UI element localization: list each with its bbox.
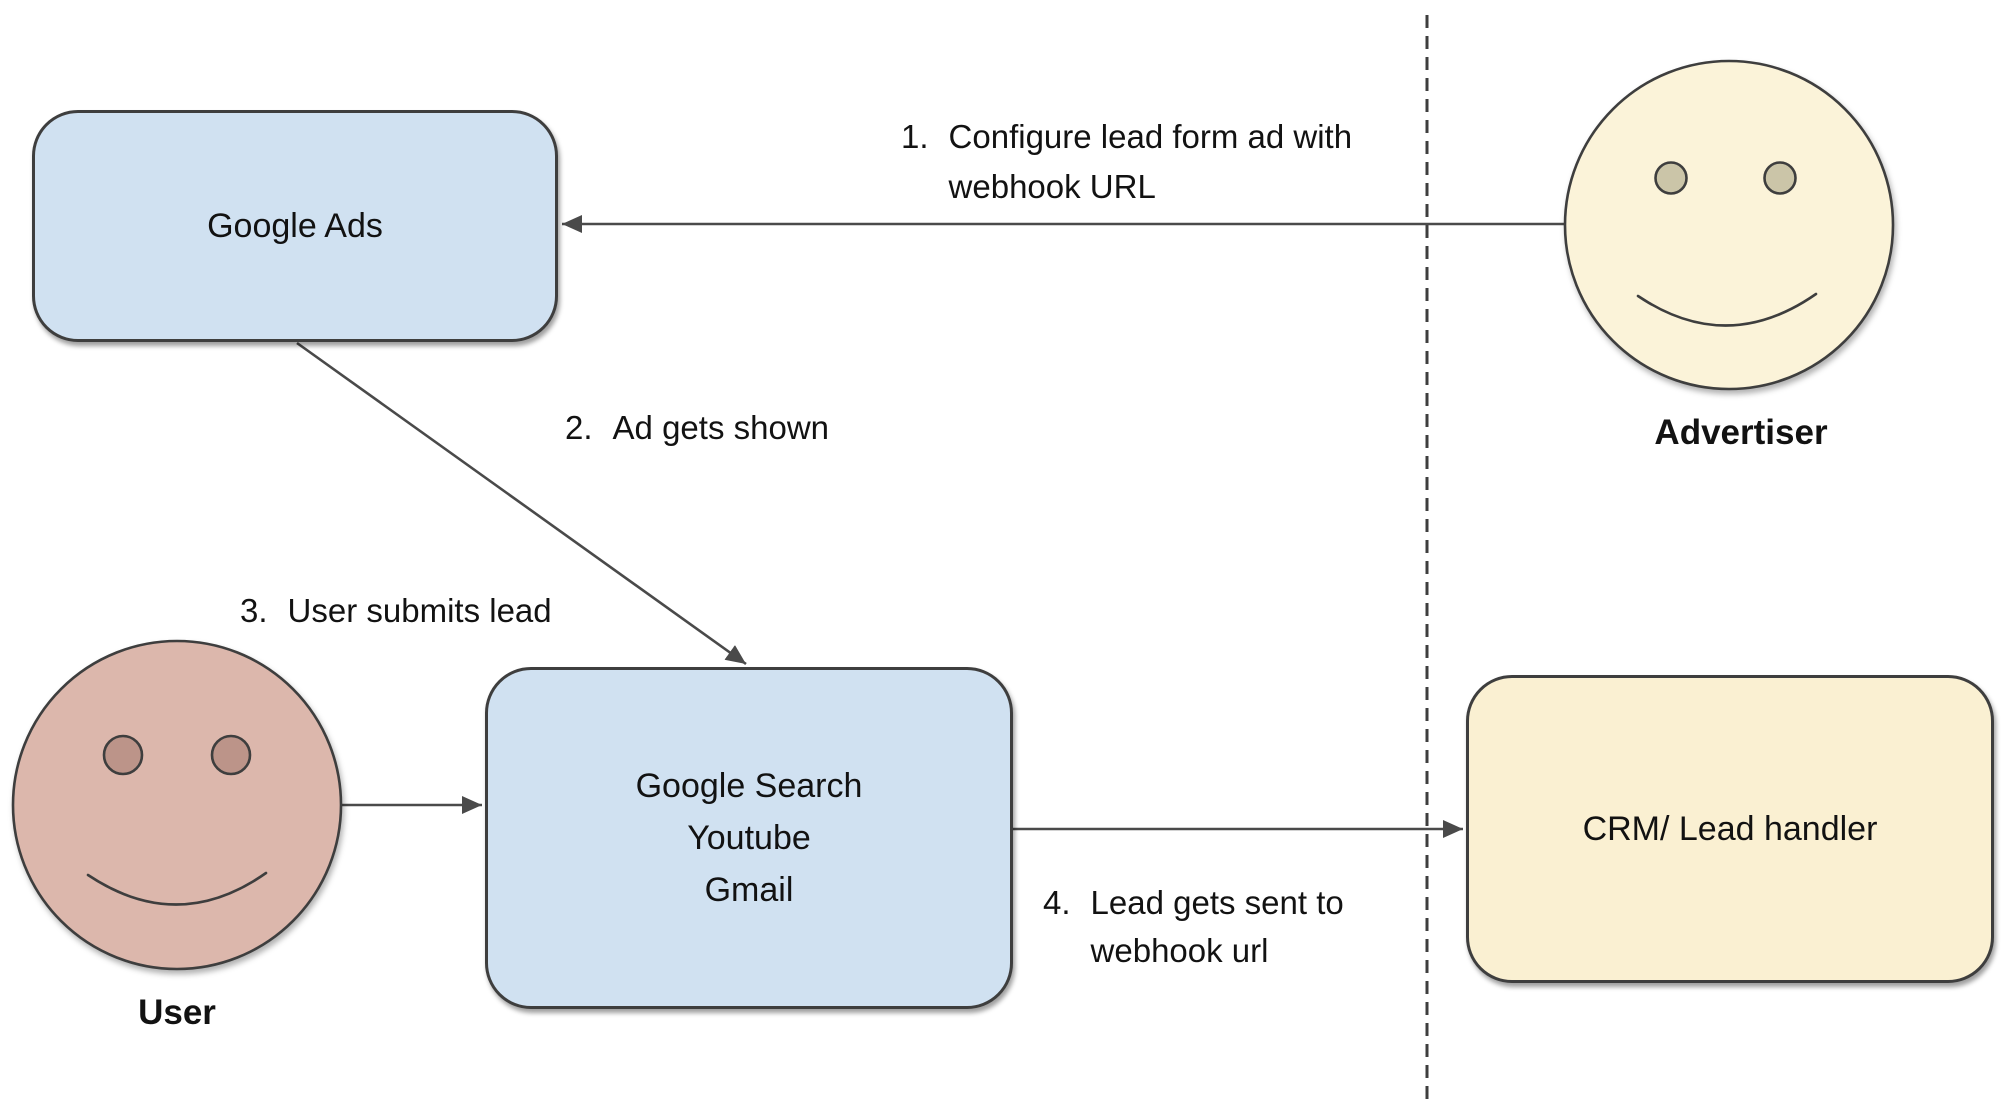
user-right-eye (210, 734, 252, 776)
google-ads-label: Google Ads (207, 207, 383, 245)
step-1-label: 1. Configure lead form ad with webhook U… (901, 112, 1352, 212)
step-2-number: 2. (565, 409, 593, 446)
google-ads-node: Google Ads (32, 110, 558, 342)
step-2-label: 2. Ad gets shown (565, 409, 829, 447)
step-4-number: 4. (1043, 884, 1071, 921)
user-face (11, 639, 343, 971)
user-head-circle (11, 639, 343, 971)
user-left-eye (102, 734, 144, 776)
ad-shown-arrow (296, 341, 747, 666)
step-3-label: 3. User submits lead (240, 592, 552, 630)
advertiser-left-eye (1654, 161, 1688, 195)
step-3-text: User submits lead (287, 592, 552, 629)
step-4-text: Lead gets sent to webhook url (1090, 884, 1344, 969)
step-1-text: Configure lead form ad with webhook URL (948, 118, 1353, 205)
advertiser-smile (1636, 292, 1818, 327)
user-smile (86, 871, 268, 906)
advertiser-face (1563, 59, 1895, 391)
user-caption: User (138, 993, 216, 1032)
crm-label: CRM/ Lead handler (1582, 810, 1878, 848)
advertiser-head-circle (1563, 59, 1895, 391)
crm-node: CRM/ Lead handler (1466, 675, 1994, 983)
step-2-text: Ad gets shown (612, 409, 829, 446)
google-surfaces-node: Google Search Youtube Gmail (485, 667, 1013, 1009)
advertiser-right-eye (1763, 161, 1797, 195)
step-3-number: 3. (240, 592, 268, 629)
step-4-label: 4. Lead gets sent to webhook url (1043, 879, 1344, 975)
step-1-number: 1. (901, 118, 929, 155)
advertiser-caption: Advertiser (1654, 413, 1828, 452)
google-surfaces-label: Google Search Youtube Gmail (635, 767, 863, 909)
